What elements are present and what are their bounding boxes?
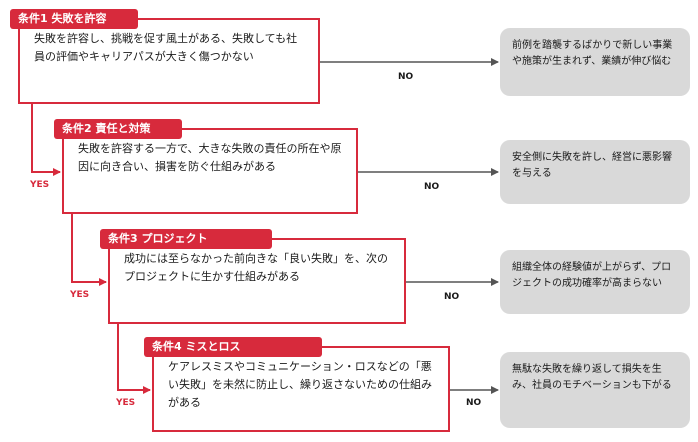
no-label-4: NO: [466, 398, 482, 408]
condition-box-2: 失敗を許容する一方で、大きな失敗の責任の所在や原因に向き合い、損害を防ぐ仕組みが…: [62, 128, 358, 214]
no-label-1: NO: [398, 72, 414, 82]
condition-tag-4: 条件4 ミスとロス: [144, 337, 322, 357]
condition-text-3: 成功には至らなかった前向きな「良い失敗」を、次のプロジェクトに生かす仕組みがある: [124, 252, 388, 283]
condition-text-4: ケアレスミスやコミュニケーション・ロスなどの「悪い失敗」を未然に防止し、繰り返さ…: [168, 360, 432, 409]
outcome-text-2: 安全側に失敗を許し、経営に悪影響を与える: [512, 152, 672, 179]
outcome-box-4: 無駄な失敗を繰り返して損失を生み、社員のモチベーションも下がる: [500, 352, 690, 428]
condition-box-1: 失敗を許容し、挑戦を促す風土がある、失敗しても社員の評価やキャリアパスが大きく傷…: [18, 18, 320, 104]
condition-text-2: 失敗を許容する一方で、大きな失敗の責任の所在や原因に向き合い、損害を防ぐ仕組みが…: [78, 142, 342, 173]
outcome-box-3: 組織全体の経験値が上がらず、プロジェクトの成功確率が高まらない: [500, 250, 690, 314]
outcome-text-1: 前例を踏襲するばかりで新しい事業や施策が生まれず、業績が伸び悩む: [512, 40, 673, 67]
condition-box-3: 成功には至らなかった前向きな「良い失敗」を、次のプロジェクトに生かす仕組みがある: [108, 238, 406, 324]
outcome-text-4: 無駄な失敗を繰り返して損失を生み、社員のモチベーションも下がる: [512, 364, 672, 391]
yes-label-3: YES: [116, 398, 136, 408]
outcome-box-2: 安全側に失敗を許し、経営に悪影響を与える: [500, 140, 690, 204]
condition-tag-2: 条件2 責任と対策: [54, 119, 182, 139]
condition-text-1: 失敗を許容し、挑戦を促す風土がある、失敗しても社員の評価やキャリアパスが大きく傷…: [34, 32, 298, 63]
condition-tag-1: 条件1 失敗を許容: [10, 9, 138, 29]
outcome-text-3: 組織全体の経験値が上がらず、プロジェクトの成功確率が高まらない: [512, 262, 672, 289]
no-label-3: NO: [444, 292, 460, 302]
yes-label-2: YES: [70, 290, 90, 300]
outcome-box-1: 前例を踏襲するばかりで新しい事業や施策が生まれず、業績が伸び悩む: [500, 28, 690, 96]
yes-connector-2: [71, 214, 107, 286]
yes-label-1: YES: [30, 180, 50, 190]
no-label-2: NO: [424, 182, 440, 192]
yes-connector-1: [31, 104, 61, 176]
yes-connector-3: [117, 324, 151, 394]
condition-tag-3: 条件3 プロジェクト: [100, 229, 272, 249]
condition-box-4: ケアレスミスやコミュニケーション・ロスなどの「悪い失敗」を未然に防止し、繰り返さ…: [152, 346, 450, 432]
